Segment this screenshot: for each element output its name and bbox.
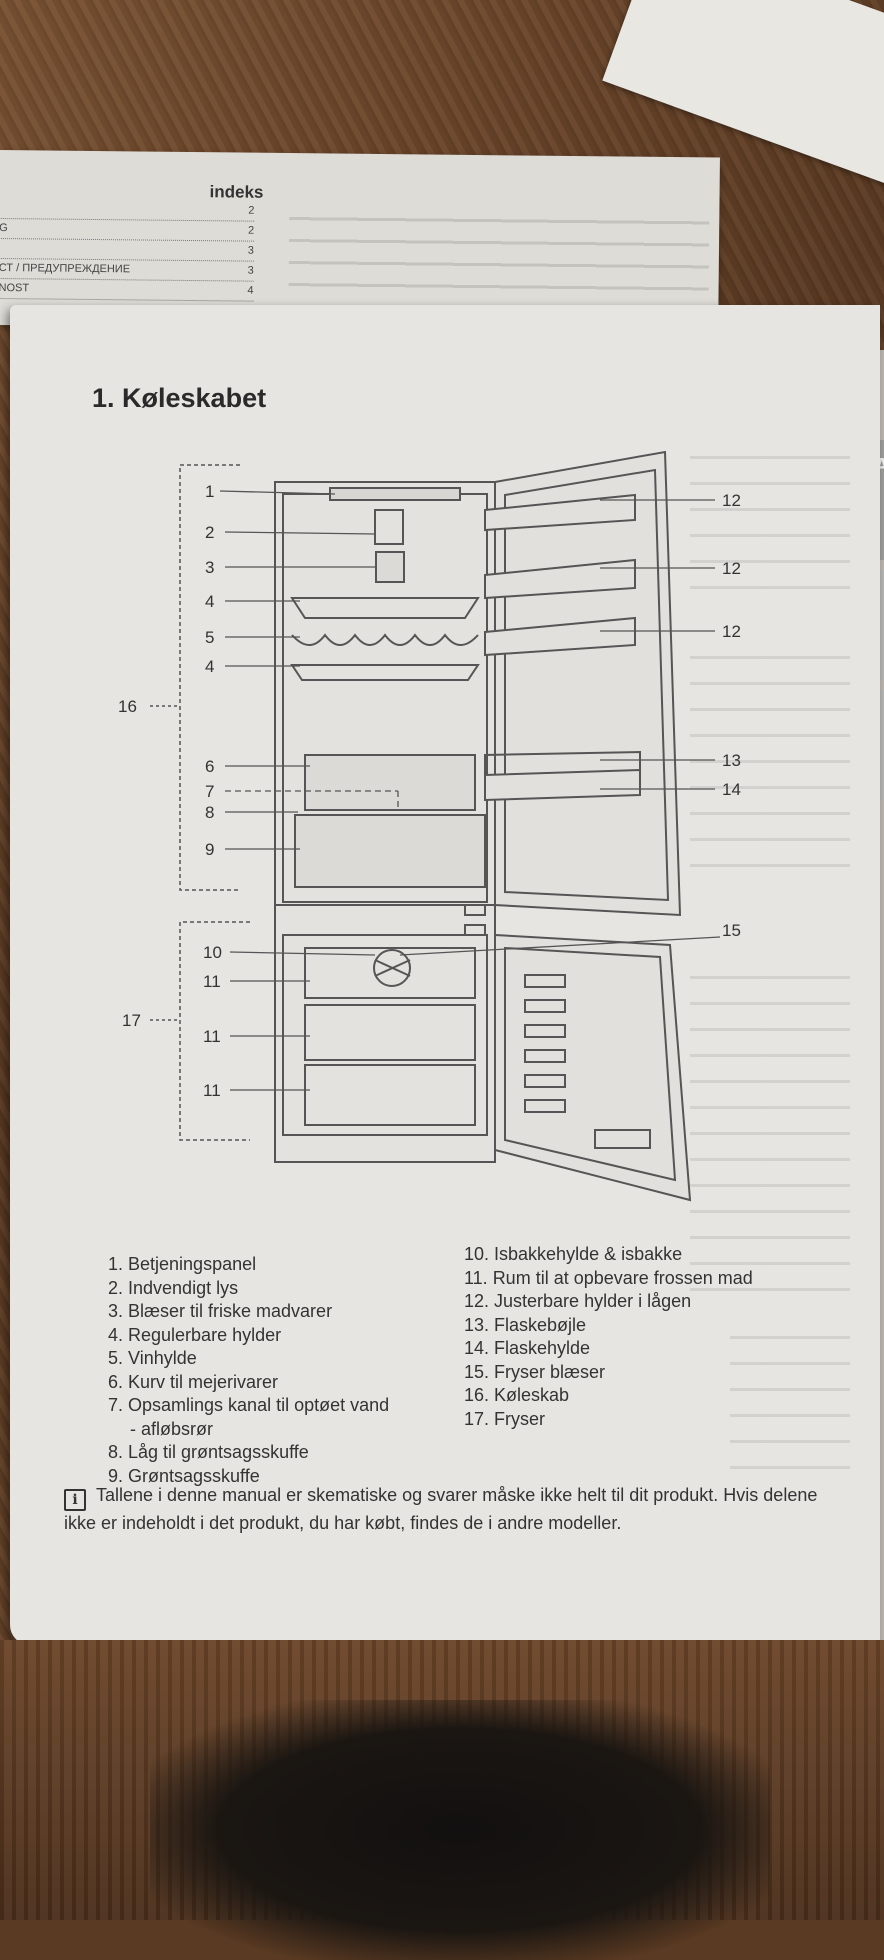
legend-item: 11. Rum til at opbevare frossen mad xyxy=(464,1267,753,1288)
freezer-drawer xyxy=(304,1064,476,1126)
door-shelf xyxy=(484,493,636,532)
callout: 11 xyxy=(203,1027,221,1046)
callout: 5 xyxy=(205,628,214,647)
callout: 1 xyxy=(205,482,214,501)
legend-item: 9. Grøntsagsskuffe xyxy=(108,1465,260,1486)
wine-rack xyxy=(291,633,479,646)
legend-item: 3. Blæser til friske madvarer xyxy=(108,1301,333,1321)
shadow xyxy=(150,1700,770,1960)
legend-item: 4. Regulerbare hylder xyxy=(108,1324,282,1345)
callout: 14 xyxy=(722,780,741,799)
callout: 11 xyxy=(203,1081,221,1100)
door-shelf xyxy=(484,616,636,657)
freezer-door xyxy=(494,933,692,1202)
note-text: Tallene i denne manual er skematiske og … xyxy=(64,1485,818,1533)
group-label: 16 xyxy=(118,697,137,716)
info-icon: i xyxy=(64,1489,86,1511)
fridge-diagram: 1 2 3 4 5 4 6 7 8 9 10 11 11 11 12 12 12… xyxy=(118,450,741,1202)
legend-item: 1. Betjeningspanel xyxy=(108,1254,257,1274)
door-shelf xyxy=(484,558,636,600)
fresh-food-fan xyxy=(375,551,405,583)
crisper-drawer xyxy=(294,814,486,888)
legend-item: - afløbsrør xyxy=(130,1418,213,1439)
leader-lines xyxy=(219,490,399,1091)
callout: 4 xyxy=(205,657,214,676)
control-panel xyxy=(329,487,461,501)
callout: 12 xyxy=(722,622,741,641)
legend-right: 10. Isbakkehylde & isbakke 11. Rum til a… xyxy=(464,1243,753,1431)
legend-item: 13. Flaskebøjle xyxy=(464,1314,587,1335)
interior-light xyxy=(374,509,404,545)
group-label: 17 xyxy=(122,1011,141,1030)
freezer-drawer xyxy=(304,1004,476,1061)
callout: 9 xyxy=(205,840,214,859)
callout: 8 xyxy=(205,803,214,822)
legend-item: 15. Fryser blæser xyxy=(464,1361,606,1382)
legend-item: 17. Fryser xyxy=(464,1408,546,1429)
callout: 13 xyxy=(722,751,741,770)
dairy-basket xyxy=(304,754,476,811)
freezer-drawer xyxy=(304,947,476,999)
shelf xyxy=(290,597,480,619)
legend-item: 10. Isbakkehylde & isbakke xyxy=(464,1244,683,1264)
fridge-door xyxy=(484,450,682,917)
callout: 12 xyxy=(722,491,741,510)
shelf xyxy=(290,664,480,681)
legend-left: 1. Betjeningspanel 2. Indvendigt lys 3. … xyxy=(108,1253,389,1488)
legend-item: 5. Vinhylde xyxy=(108,1348,197,1368)
bleed-through-text xyxy=(730,1320,850,1470)
callout: 10 xyxy=(203,943,222,962)
legend-item: 7. Opsamlings kanal til optøet vand xyxy=(108,1395,390,1415)
callout: 11 xyxy=(203,972,221,991)
callout: 6 xyxy=(205,757,214,776)
legend-item: 16. Køleskab xyxy=(464,1385,570,1405)
callout: 3 xyxy=(205,558,214,577)
legend-item: 6. Kurv til mejerivarer xyxy=(108,1371,279,1392)
legend-item: 14. Flaskehylde xyxy=(464,1338,591,1358)
group-bracket xyxy=(179,464,250,1141)
legend-item: 8. Låg til grøntsagsskuffe xyxy=(108,1442,309,1462)
ice-tray xyxy=(373,949,411,987)
bleed-through-text xyxy=(690,440,850,590)
callout: 15 xyxy=(722,921,741,940)
callout: 12 xyxy=(722,559,741,578)
page-title: 1. Køleskabet xyxy=(92,383,267,413)
callout: 7 xyxy=(205,782,214,801)
bottle-shelf xyxy=(484,768,641,802)
leader-lines xyxy=(399,499,721,956)
legend-item: 2. Indvendigt lys xyxy=(108,1277,239,1298)
bleed-through-text xyxy=(690,640,850,890)
bleed-through-text xyxy=(690,960,850,1300)
legend-item: 12. Justerbare hylder i lågen xyxy=(464,1291,692,1311)
fridge-body xyxy=(274,481,496,1163)
callout: 4 xyxy=(205,592,214,611)
callout: 2 xyxy=(205,523,214,542)
